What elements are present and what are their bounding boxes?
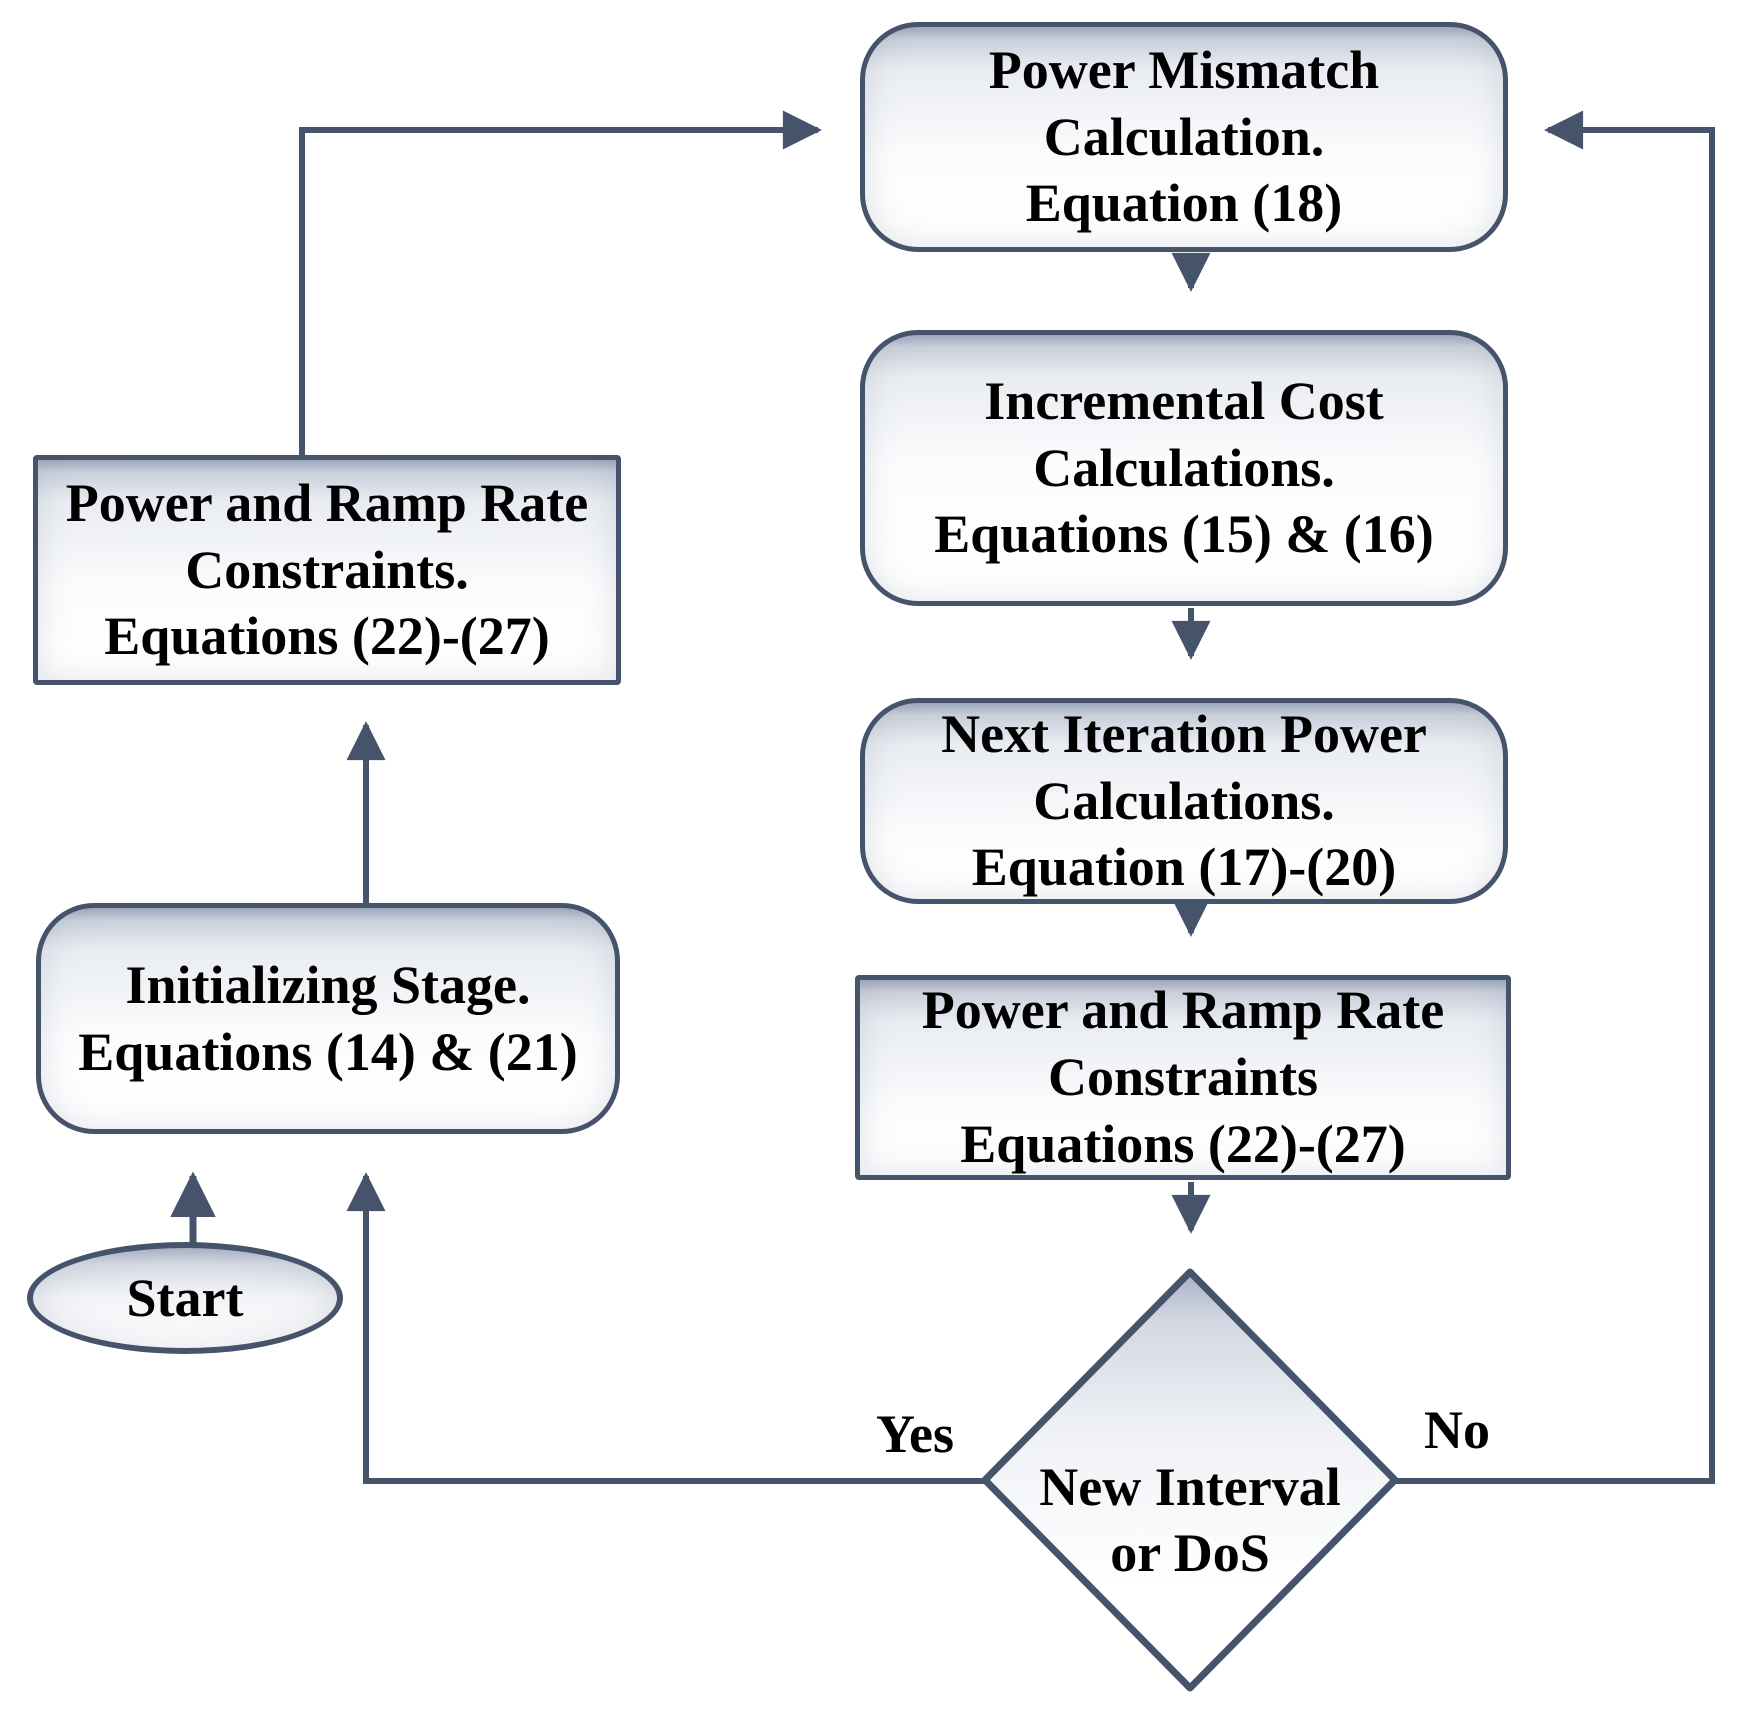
flow-node-label: Start: [126, 1267, 244, 1328]
flow-node-start: Start: [27, 1242, 343, 1354]
flow-node-label: Power and Ramp Rate Constraints. Equatio…: [65, 472, 589, 667]
arrow-decision-no-to-powermismatch: [1395, 110, 1715, 1484]
flow-node-right-constraints: Power and Ramp Rate Constraints Equation…: [855, 975, 1511, 1180]
flow-node-left-constraints: Power and Ramp Rate Constraints. Equatio…: [33, 455, 621, 685]
flow-node-initializing-stage: Initializing Stage. Equations (14) & (21…: [36, 903, 620, 1134]
flow-node-next-iteration: Next Iteration Power Calculations. Equat…: [860, 698, 1508, 904]
decision-diamond-shape: [981, 1268, 1399, 1692]
flow-node-label: Initializing Stage. Equations (14) & (21…: [78, 954, 578, 1082]
flow-node-label: Incremental Cost Calculations. Equations…: [934, 370, 1434, 565]
flow-node-decision-label: New Interval or DoS: [1039, 1457, 1341, 1583]
arrow-leftconstraints-to-powermismatch: [299, 110, 822, 455]
flow-node-incremental-cost: Incremental Cost Calculations. Equations…: [860, 330, 1508, 606]
edge-label-yes: Yes: [876, 1404, 954, 1464]
edge-label-no: No: [1424, 1400, 1490, 1460]
flow-node-label: Power Mismatch Calculation. Equation (18…: [988, 39, 1380, 234]
arrow-decision-yes-to-initializing: [346, 1172, 985, 1484]
flow-node-label: Next Iteration Power Calculations. Equat…: [941, 703, 1427, 898]
flow-node-label: Power and Ramp Rate Constraints Equation…: [921, 980, 1445, 1174]
flow-node-power-mismatch: Power Mismatch Calculation. Equation (18…: [860, 22, 1508, 252]
